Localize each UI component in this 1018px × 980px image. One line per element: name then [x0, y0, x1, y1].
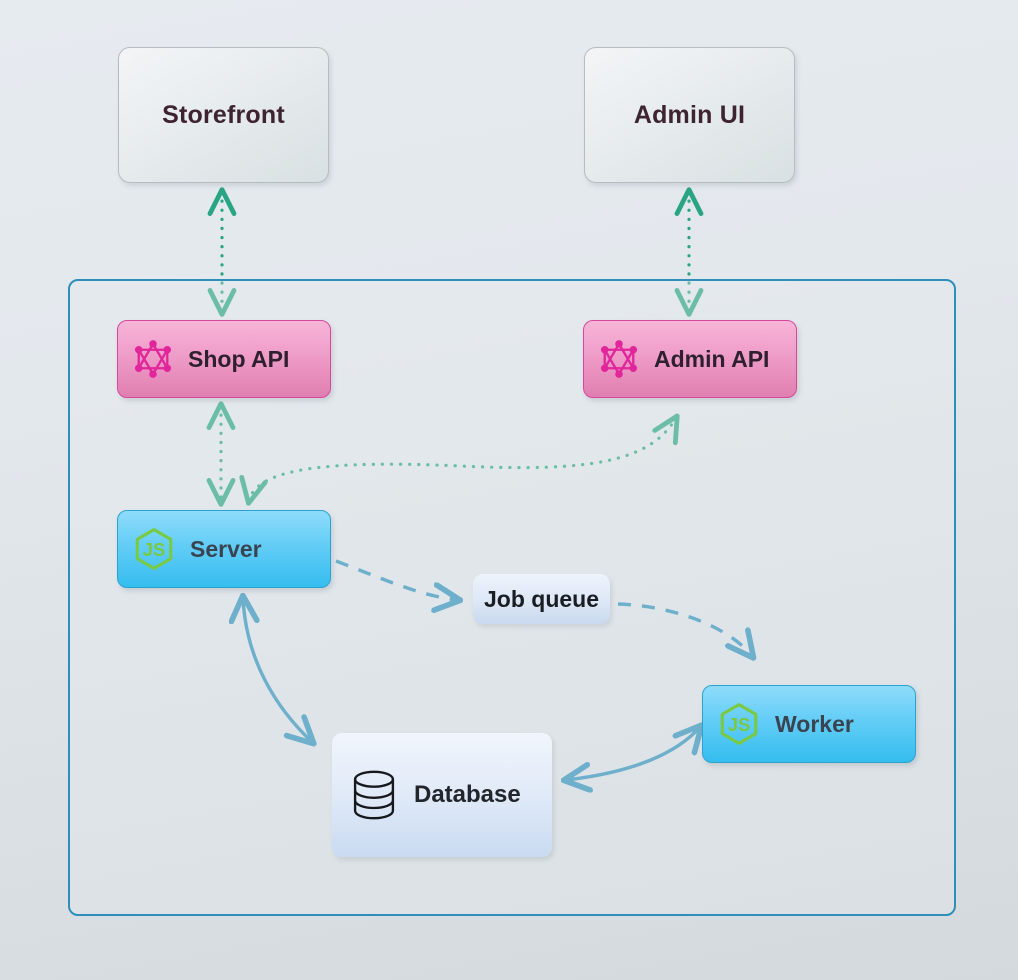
graphql-icon: [598, 338, 640, 380]
node-storefront-label: Storefront: [162, 100, 285, 129]
node-database[interactable]: Database: [332, 733, 552, 857]
node-server[interactable]: JS Server: [117, 510, 331, 588]
node-job-queue[interactable]: Job queue: [473, 574, 610, 624]
svg-text:JS: JS: [728, 714, 751, 735]
node-server-label: Server: [190, 535, 262, 562]
database-cylinder-icon: [350, 769, 398, 821]
node-admin-api-label: Admin API: [654, 345, 770, 372]
node-storefront[interactable]: Storefront: [118, 47, 329, 183]
node-shop-api-label: Shop API: [188, 345, 290, 372]
nodejs-icon: JS: [717, 702, 761, 746]
node-worker[interactable]: JS Worker: [702, 685, 916, 763]
node-admin-ui-label: Admin UI: [633, 100, 746, 129]
node-admin-api[interactable]: Admin API: [583, 320, 797, 398]
node-admin-ui[interactable]: Admin UI: [584, 47, 795, 183]
node-job-queue-label: Job queue: [483, 585, 599, 612]
node-shop-api[interactable]: Shop API: [117, 320, 331, 398]
svg-text:JS: JS: [143, 539, 166, 560]
graphql-icon: [132, 338, 174, 380]
nodejs-icon: JS: [132, 527, 176, 571]
node-database-label: Database: [414, 781, 521, 808]
node-worker-label: Worker: [775, 710, 854, 737]
